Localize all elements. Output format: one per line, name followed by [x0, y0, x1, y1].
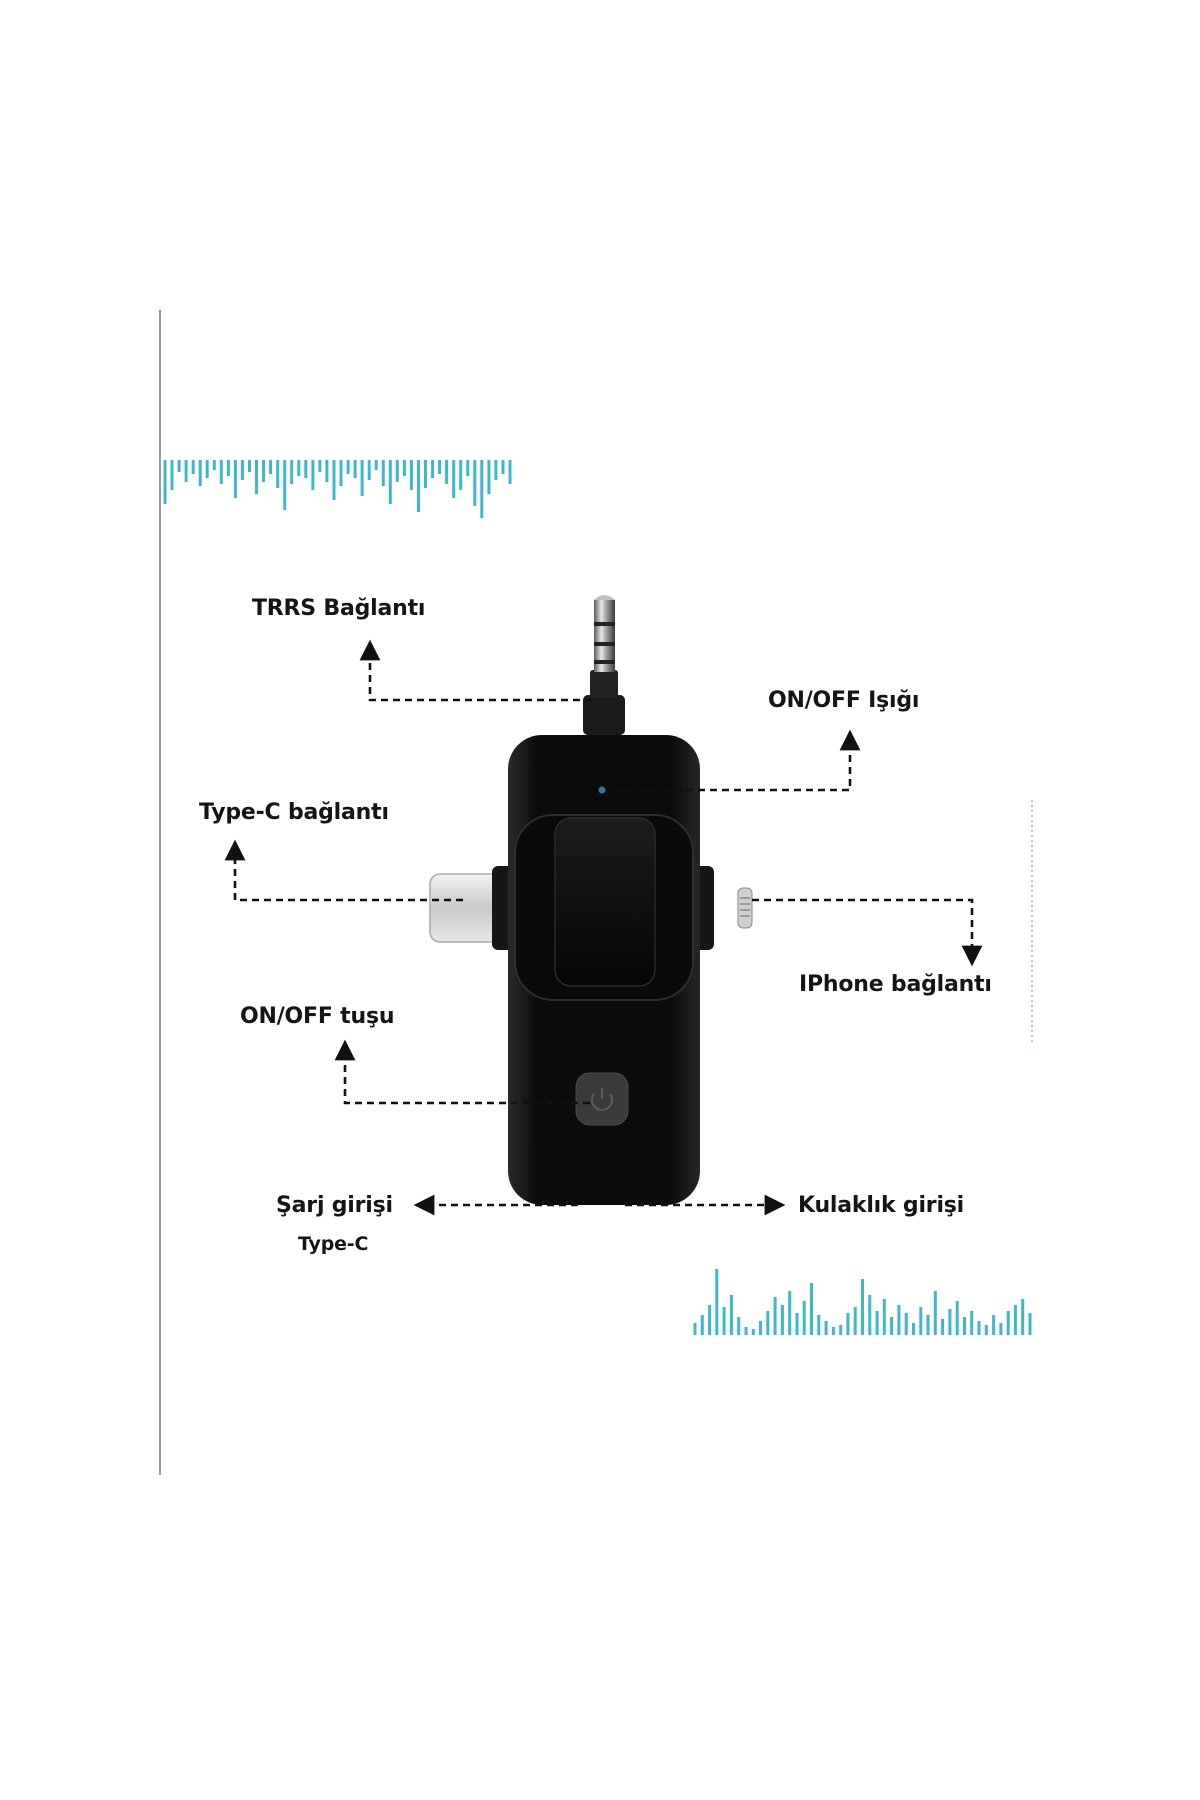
- label-onoff-light: ON/OFF Işığı: [768, 688, 920, 713]
- label-onoff-button: ON/OFF tuşu: [240, 1004, 395, 1029]
- device: [429, 595, 753, 1205]
- callout-connectors: [224, 639, 983, 1216]
- power-button[interactable]: [575, 1072, 629, 1126]
- connector-typec: [224, 839, 463, 902]
- trrs-jack: [583, 595, 625, 735]
- usb-c-plug: [429, 866, 516, 950]
- label-iphone-connection: IPhone bağlantı: [799, 972, 992, 997]
- label-charge-input: Şarj girişi: [276, 1193, 393, 1218]
- status-led: [598, 786, 606, 794]
- waveform-top: [163, 460, 512, 518]
- label-headphone-input: Kulaklık girişi: [798, 1193, 965, 1218]
- waveform-bottom: [693, 1269, 1032, 1335]
- connector-onoff-button: [334, 1039, 590, 1105]
- connector-onoff-light: [614, 729, 861, 792]
- label-charge-input-sub: Type-C: [298, 1233, 369, 1255]
- power-icon: [591, 1088, 613, 1111]
- connector-iphone: [752, 898, 983, 967]
- label-typec-connection: Type-C bağlantı: [199, 800, 389, 825]
- left-border-line: [159, 310, 161, 1475]
- label-trrs: TRRS Bağlantı: [252, 596, 426, 621]
- clip: [514, 814, 694, 1001]
- connector-trrs: [359, 639, 592, 702]
